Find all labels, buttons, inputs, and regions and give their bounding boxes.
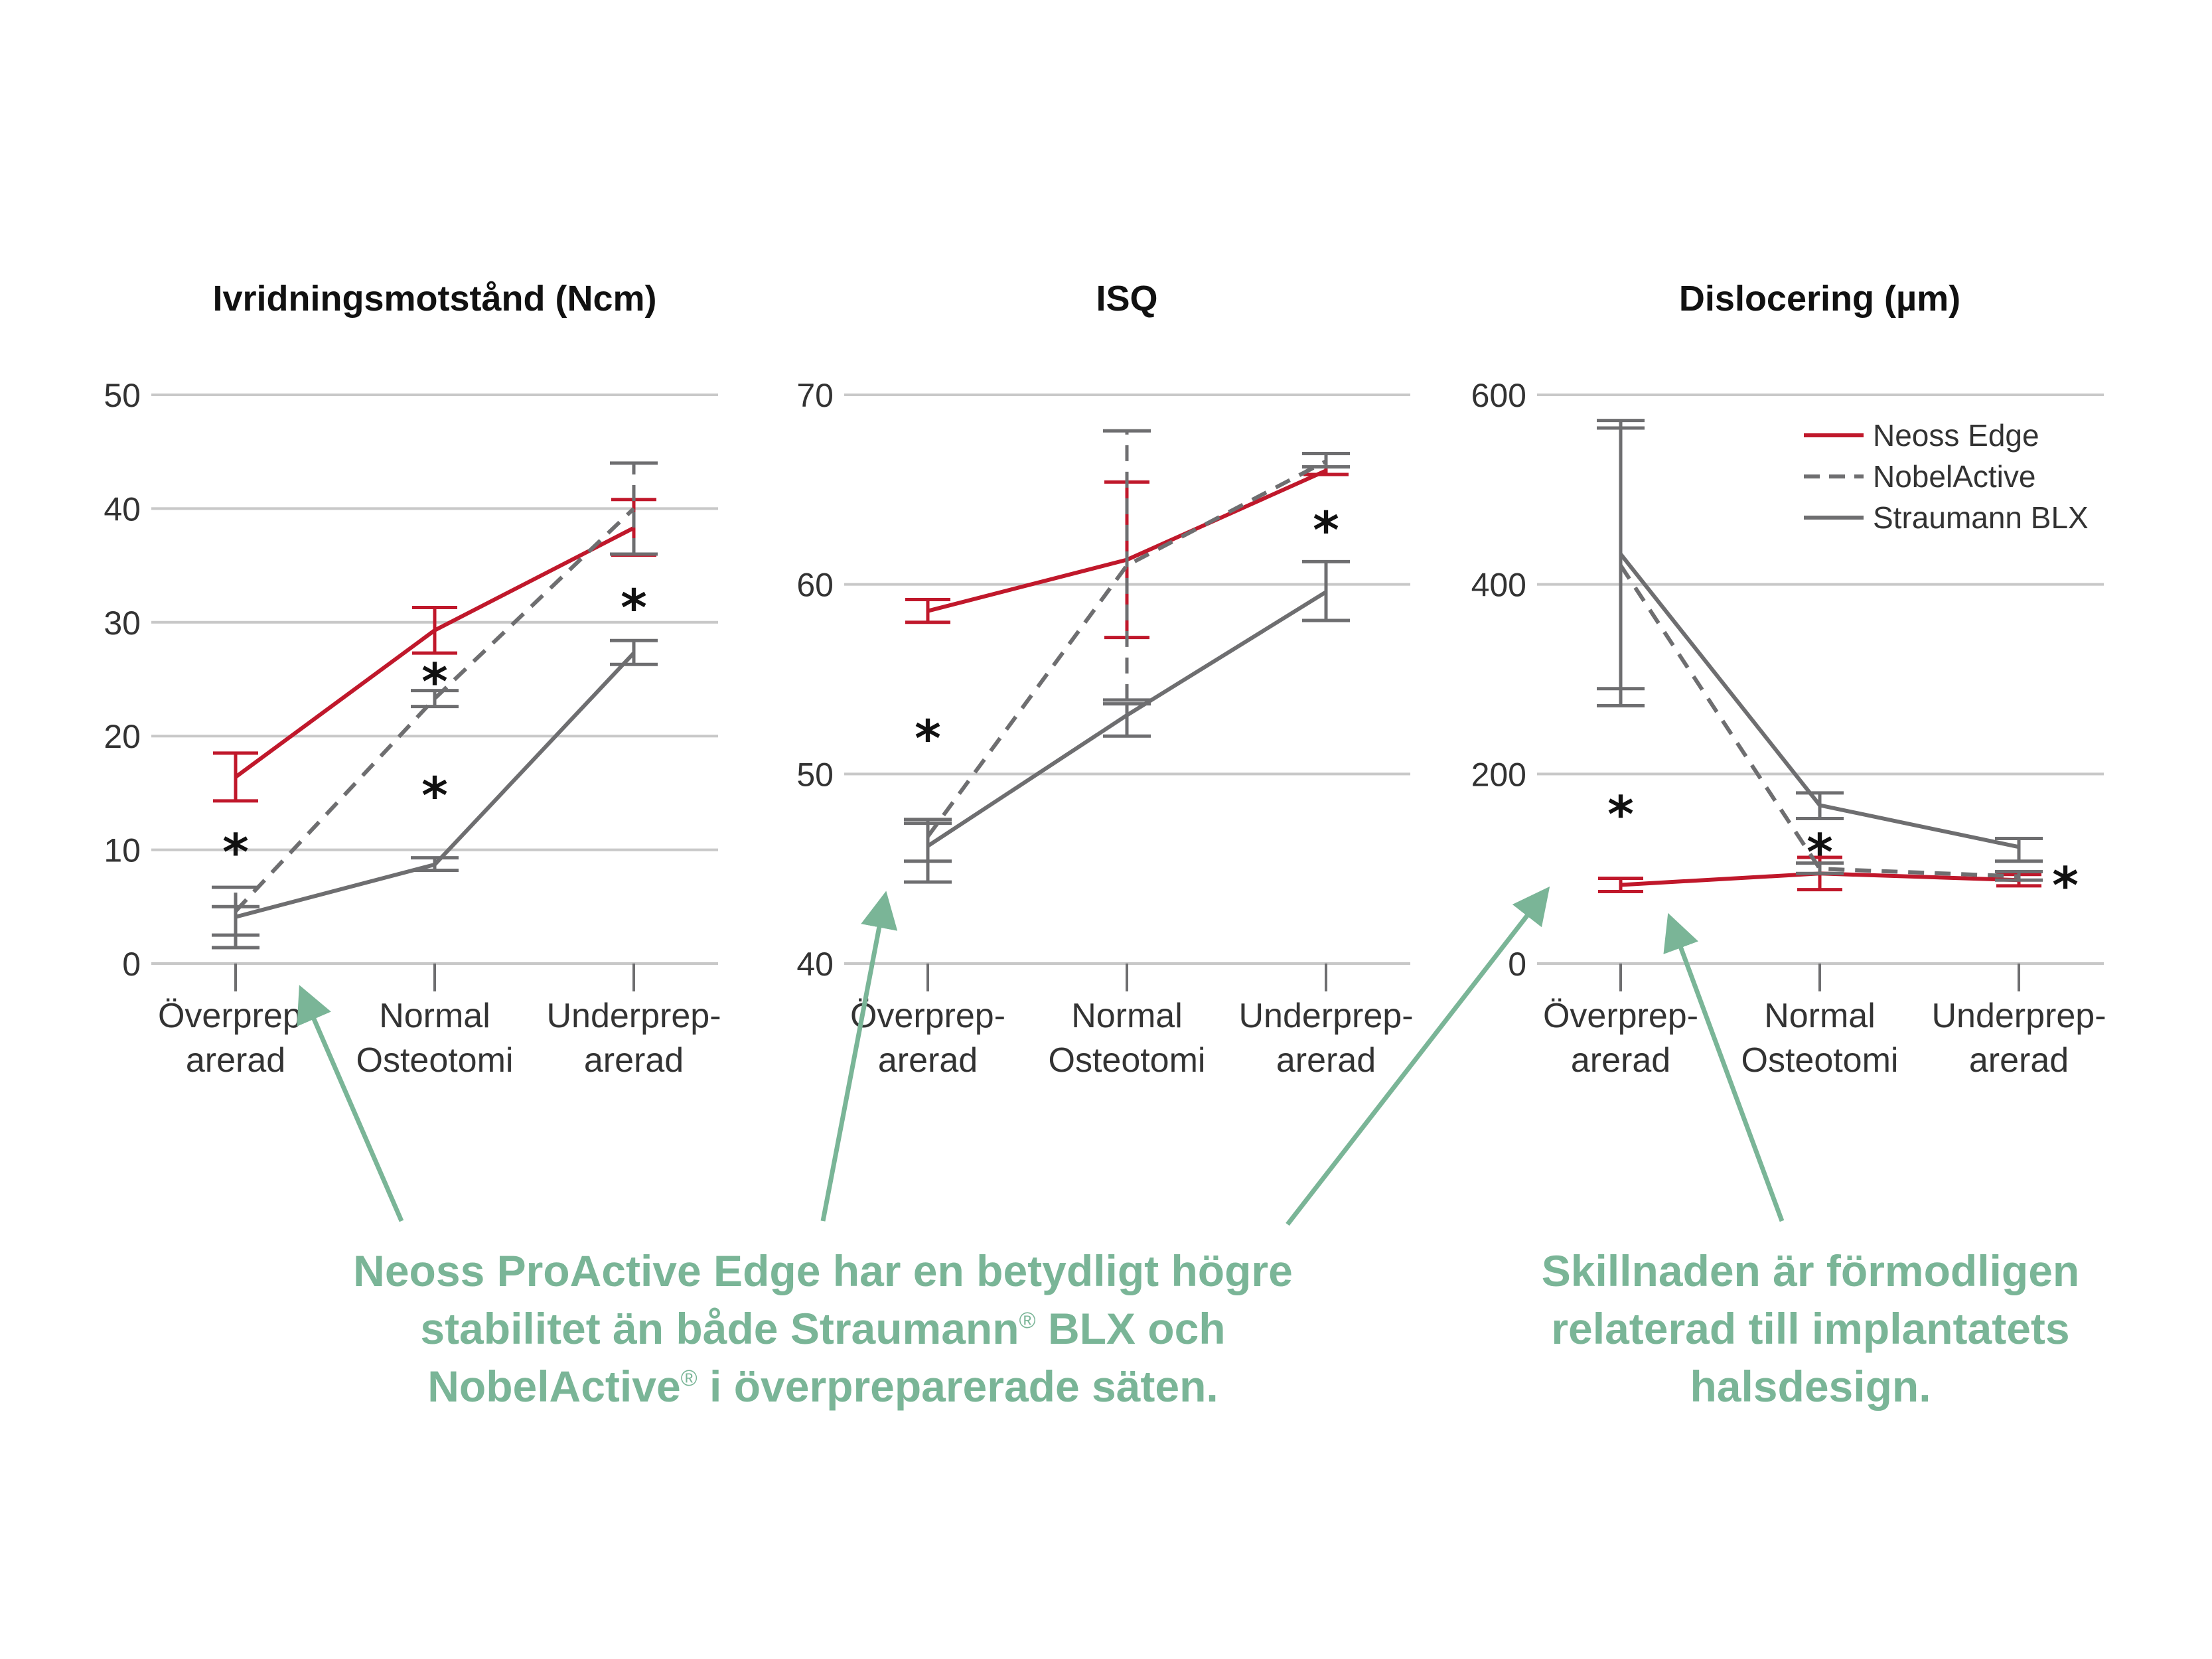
panel-title: Dislocering (µm) [1679, 279, 1960, 319]
annotation-arrows [297, 886, 1785, 1226]
series-line [235, 652, 636, 919]
series-line [926, 590, 1327, 848]
significance-marker: * [915, 709, 941, 768]
registered-mark: ® [681, 1366, 698, 1391]
x-category-label: arerad [584, 1041, 684, 1080]
x-category-label: arerad [1571, 1041, 1670, 1080]
legend-label-neoss-edge: Neoss Edge [1873, 418, 2039, 453]
y-tick-label: 10 [104, 832, 141, 869]
x-category-label: Normal [1071, 997, 1183, 1035]
series-straumann-blx [1597, 419, 2043, 863]
y-tick-label: 200 [1471, 756, 1526, 793]
y-tick-label: 0 [1508, 946, 1526, 983]
annotation-left-line-3: NobelActive® i överpreparerade säten. [427, 1362, 1218, 1411]
annotation-left-line-1: Neoss ProActive Edge har en betydligt hö… [353, 1246, 1293, 1295]
x-category-label: Osteotomi [1741, 1041, 1899, 1080]
x-category-label: arerad [878, 1041, 978, 1080]
legend-label-nobelactive: NobelActive [1873, 459, 2035, 494]
significance-marker: * [1806, 823, 1833, 882]
annotation-right-line-3: halsdesign. [1690, 1362, 1931, 1411]
x-category-label: arerad [1969, 1041, 2069, 1080]
x-category-label: Osteotomi [356, 1041, 514, 1080]
series-line [926, 459, 1327, 838]
x-category-label: Överprep- [158, 997, 313, 1035]
y-tick-label: 0 [122, 946, 141, 983]
y-tick-label: 50 [796, 756, 834, 793]
x-category-label: arerad [1276, 1041, 1376, 1080]
y-tick-label: 40 [796, 946, 834, 983]
y-tick-label: 50 [104, 377, 141, 414]
annotation-left-line-2b: BLX och [1036, 1304, 1226, 1353]
y-tick-label: 400 [1471, 567, 1526, 604]
x-category-label: arerad [186, 1041, 285, 1080]
panel-title: Ivridningsmotstånd (Ncm) [212, 279, 656, 319]
registered-mark: ® [1019, 1308, 1036, 1333]
annotation-left-line-2a: stabilitet än både Straumann [420, 1304, 1019, 1353]
arrow-to-dislocation-chart [1286, 886, 1550, 1226]
x-category-label: Överprep- [1543, 997, 1698, 1035]
significance-marker: * [222, 823, 249, 882]
significance-marker: * [1607, 784, 1634, 843]
y-tick-label: 600 [1471, 377, 1526, 414]
panel-title: ISQ [1096, 279, 1157, 319]
arrow-to-torque-chart [297, 985, 404, 1222]
series-line [1619, 564, 2020, 879]
annotation-left-line-3b: i överpreparerade säten. [698, 1362, 1218, 1411]
arrow-to-neoss-dislocation [1663, 912, 1785, 1222]
series-line [1619, 553, 2020, 849]
significance-marker: * [1313, 500, 1339, 559]
series-line [234, 526, 635, 779]
x-category-label: Underprep- [1238, 997, 1413, 1035]
legend-label-straumann-blx: Straumann BLX [1873, 500, 2089, 535]
y-tick-label: 20 [104, 718, 141, 755]
arrow-to-isq-chart [820, 891, 898, 1222]
torque-panel: Ivridningsmotstånd (Ncm) 0 10 20 30 40 50Överp… [104, 279, 721, 1080]
y-tick-label: 60 [796, 567, 834, 604]
dislocation-panel: Dislocering (µm) 0 200 400 600Överprep-arera… [1471, 279, 2106, 1080]
annotation-right-line-2: relaterad till implantatets [1551, 1304, 2069, 1353]
series-neoss-edge [213, 498, 656, 803]
x-category-label: Underprep- [546, 997, 721, 1035]
x-category-label: Normal [1764, 997, 1876, 1035]
y-tick-label: 40 [104, 490, 141, 528]
annotation-left-line-3a: NobelActive [427, 1362, 680, 1411]
annotation-left-line-2: stabilitet än både Straumann® BLX och [420, 1304, 1225, 1353]
series-straumann-blx [904, 559, 1350, 884]
significance-marker: * [621, 578, 647, 637]
x-category-label: Underprep- [1931, 997, 2106, 1035]
series-straumann-blx [212, 638, 658, 950]
significance-marker: * [2052, 856, 2079, 915]
annotation-right-line-1: Skillnaden är förmodligen [1542, 1246, 2079, 1295]
significance-marker: * [421, 766, 448, 825]
x-category-label: Osteotomi [1049, 1041, 1206, 1080]
significance-marker: * [421, 652, 448, 711]
legend: Neoss Edge NobelActive Straumann BLX [1804, 418, 2089, 535]
y-tick-label: 70 [796, 377, 834, 414]
y-tick-label: 30 [104, 605, 141, 642]
series-nobelactive [904, 429, 1350, 863]
x-category-label: Överprep- [850, 997, 1005, 1035]
x-category-label: Normal [379, 997, 490, 1035]
